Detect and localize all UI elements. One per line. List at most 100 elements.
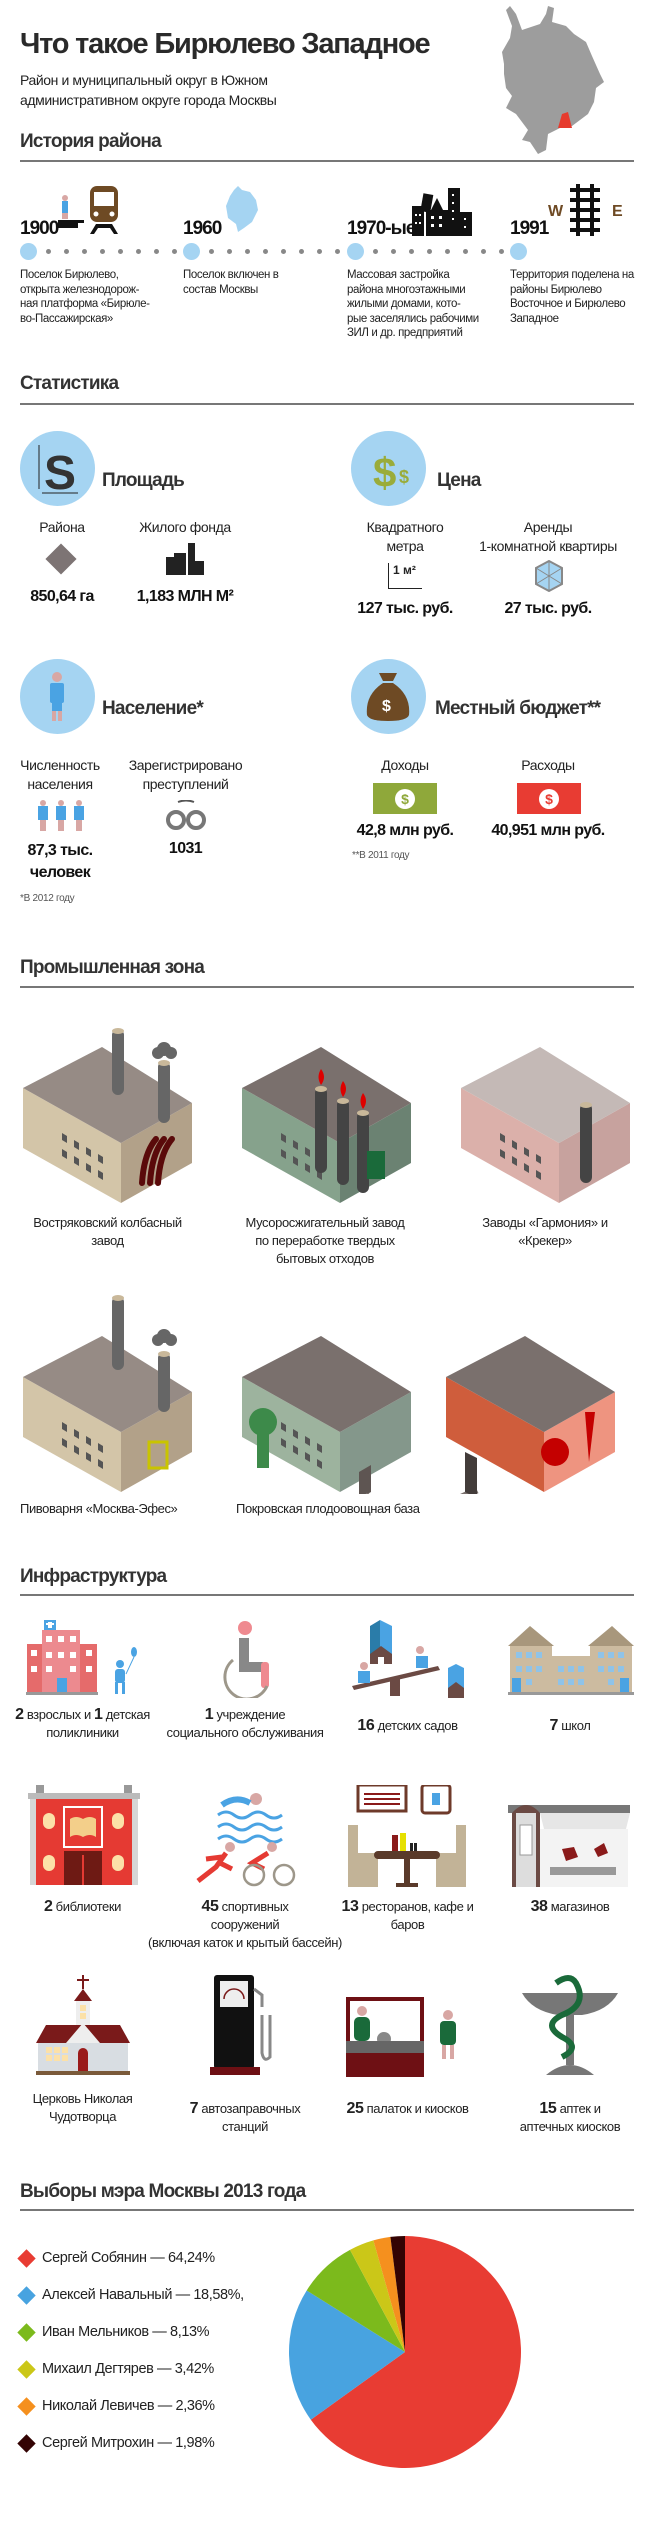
sausage-icon [155,1136,175,1186]
crime-value: 1031 [168,840,203,857]
rent-price-value: 27 тыс. руб. [504,600,592,617]
timeline-dot [46,249,51,254]
sausage-icon [147,1136,167,1186]
window [536,1154,541,1164]
biryulevo-highlight [558,112,572,128]
square-meter-icon: 1 м² [388,563,422,589]
timeline-marker [510,243,527,260]
timeline-dot [317,249,322,254]
window [74,1156,79,1166]
railway-divider-icon [570,184,600,236]
door [465,1452,477,1494]
page-title: Что такое Бирюлево Западное [20,28,431,60]
infra-caption: 38 магазинов [530,1898,610,1915]
timeline-dot [136,249,141,254]
timeline-dot [391,249,396,254]
legend-marker [17,2248,36,2268]
window [86,1452,91,1462]
timeline-year: 1991 [510,218,549,239]
legend-item: Сергей Митрохин — 1,98% [17,2433,215,2453]
timeline-dot [172,249,177,254]
sausage-icon [139,1136,159,1186]
window [524,1163,529,1173]
banknote-icon: $ [517,783,581,814]
pie-slice-николай-левичев [373,2236,405,2352]
income-label: Доходы [381,757,429,773]
timeline-dot [263,249,268,254]
subtitle-line: административном округе города Москвы [20,92,277,108]
chimney [357,1111,369,1193]
district-area-label: Района [39,519,85,535]
infra-caption: 16 детских садов [357,1717,458,1734]
window [293,1156,298,1166]
legend-marker [17,2433,36,2453]
section-title-industry: Промышленная зона [20,957,205,978]
window [305,1163,310,1173]
window [305,1147,310,1157]
window [293,1445,298,1455]
window [74,1429,79,1439]
church-icon [36,1975,130,2075]
flame [360,1093,366,1109]
timeline-dot [445,249,450,254]
price-label: Цена [437,470,481,491]
timeline-dot [118,249,123,254]
window [86,1436,91,1446]
window [74,1140,79,1150]
beer-mug-icon [147,1440,169,1470]
window [62,1422,67,1432]
divider [20,2209,634,2211]
window [281,1133,286,1143]
pie-slice-сергей-митрохин [390,2236,405,2352]
sausage-factory-icon [23,1028,192,1203]
west-label: W [548,203,564,220]
timeline-dot [427,249,432,254]
kiosk-icon [346,1997,456,2077]
moscow-map-icon [226,186,258,232]
window [305,1436,310,1446]
chimney [158,1061,170,1123]
chimney [112,1029,124,1095]
legend-label: Сергей Собянин — 64,24% [42,2250,215,2266]
kindergarten-seesaw-icon [352,1620,464,1698]
population-count-value: 87,3 тыс.человек [27,842,93,881]
legend-marker [17,2322,36,2342]
building [461,1047,630,1203]
timeline-dot [154,249,159,254]
income-value: 42,8 млн руб. [356,822,454,839]
school-icon [508,1626,634,1695]
infra-caption: 25 палаток и киосков [346,2100,469,2117]
confectionery-factory-icon [461,1047,630,1203]
window [62,1133,67,1143]
window [293,1140,298,1150]
brewery-icon [23,1295,192,1492]
section-title-infrastructure: Инфраструктура [20,1566,167,1587]
window [293,1429,298,1439]
door [359,1465,371,1494]
flame [340,1081,346,1097]
library-icon [28,1785,140,1885]
timeline-dot [463,249,468,254]
housing-value: 1,183 МЛН М² [136,588,234,605]
timeline-dot [82,249,87,254]
district-area-value: 850,64 га [30,588,94,605]
legend-item: Михаил Дегтярев — 3,42% [17,2359,214,2379]
banknote-icon: $ [373,783,437,814]
polyclinic-icon [26,1620,137,1695]
industry-caption: Заводы «Гармония» и«Крекер» [482,1215,608,1248]
chart-title: Выборы мэра Москвы 2013 года [20,2181,306,2202]
pharmacy-icon [522,1975,618,2075]
timeline-dot [227,249,232,254]
budget-footnote: **В 2011 году [352,850,410,861]
window [74,1445,79,1455]
pie-slice-михаил-дегтярев [350,2240,405,2352]
train-icon [58,186,118,234]
window [281,1422,286,1432]
